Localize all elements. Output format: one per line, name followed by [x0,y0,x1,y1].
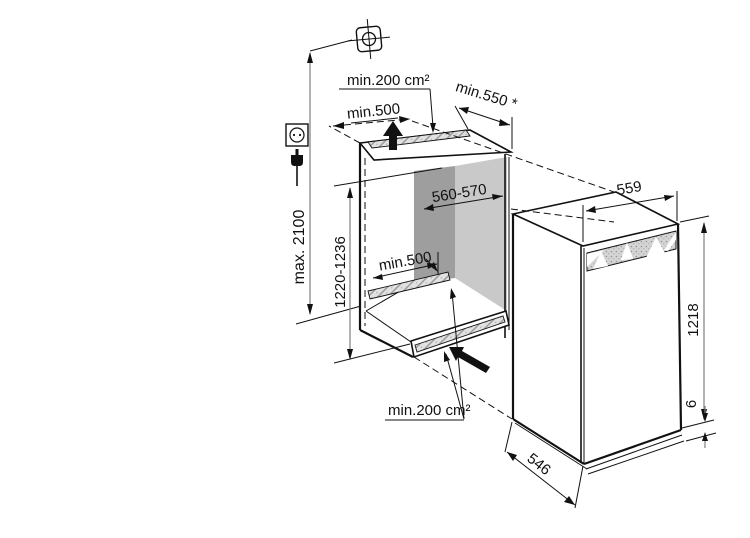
niche-top-vent [367,129,471,149]
niche-side-wall [455,157,507,311]
niche-bottom-vent [410,309,510,359]
dim-appliance-depth: 546 [504,421,584,509]
appliance-bottom-left-edge [512,418,585,465]
appliance-unit [510,191,685,475]
label-niche-height: 1220-1236 [332,236,349,308]
appliance-plinth-line-1 [585,434,683,470]
niche-floor-vent [367,271,451,300]
appliance-plinth-line-2 [587,440,685,475]
niche-floor-edge-front [365,310,412,343]
position-datum-icon [348,19,390,59]
niche-housing [358,129,514,359]
dim-appliance-width: 559 [582,178,678,242]
label-appliance-width: 559 [615,178,643,199]
dim-bottom-vent-area: min.200 cm² [385,288,471,421]
dim-door-bottom-gap: 6 [681,400,717,448]
label-bottom-vent-area: min.200 cm² [388,402,471,419]
appliance-base-side-line [514,422,588,470]
appliance-top-grille [586,230,677,272]
power-socket-icon [285,123,309,147]
dim-top-vent-area: min.200 cm² [339,72,436,133]
assembly-guide-lines [328,120,615,420]
dim-top-rear-clearance: min.500 [332,100,411,129]
label-top-vent-area: min.200 cm² [347,72,430,89]
appliance-right-edge [676,223,683,431]
label-appliance-depth: 546 [524,450,554,479]
dim-ceiling-height: max. 2100 [291,39,362,325]
label-top-rear-clearance: min.500 [346,100,401,122]
dim-niche-width: 560-570 [423,181,504,211]
niche-back-wall [414,166,455,283]
dim-appliance-height: 1218 [679,215,710,420]
niche-bottom-left-edge [359,329,414,358]
dim-niche-height: 1220-1236 [332,167,443,364]
appliance-door-bottom-edge [583,428,682,466]
airflow-arrow-bottom [449,347,490,373]
label-ceiling-height: max. 2100 [291,210,308,285]
label-door-bottom-gap: 6 [683,400,700,408]
label-appliance-height: 1218 [685,303,702,336]
airflow-arrow-top [383,121,403,150]
power-plug-icon [291,149,303,186]
